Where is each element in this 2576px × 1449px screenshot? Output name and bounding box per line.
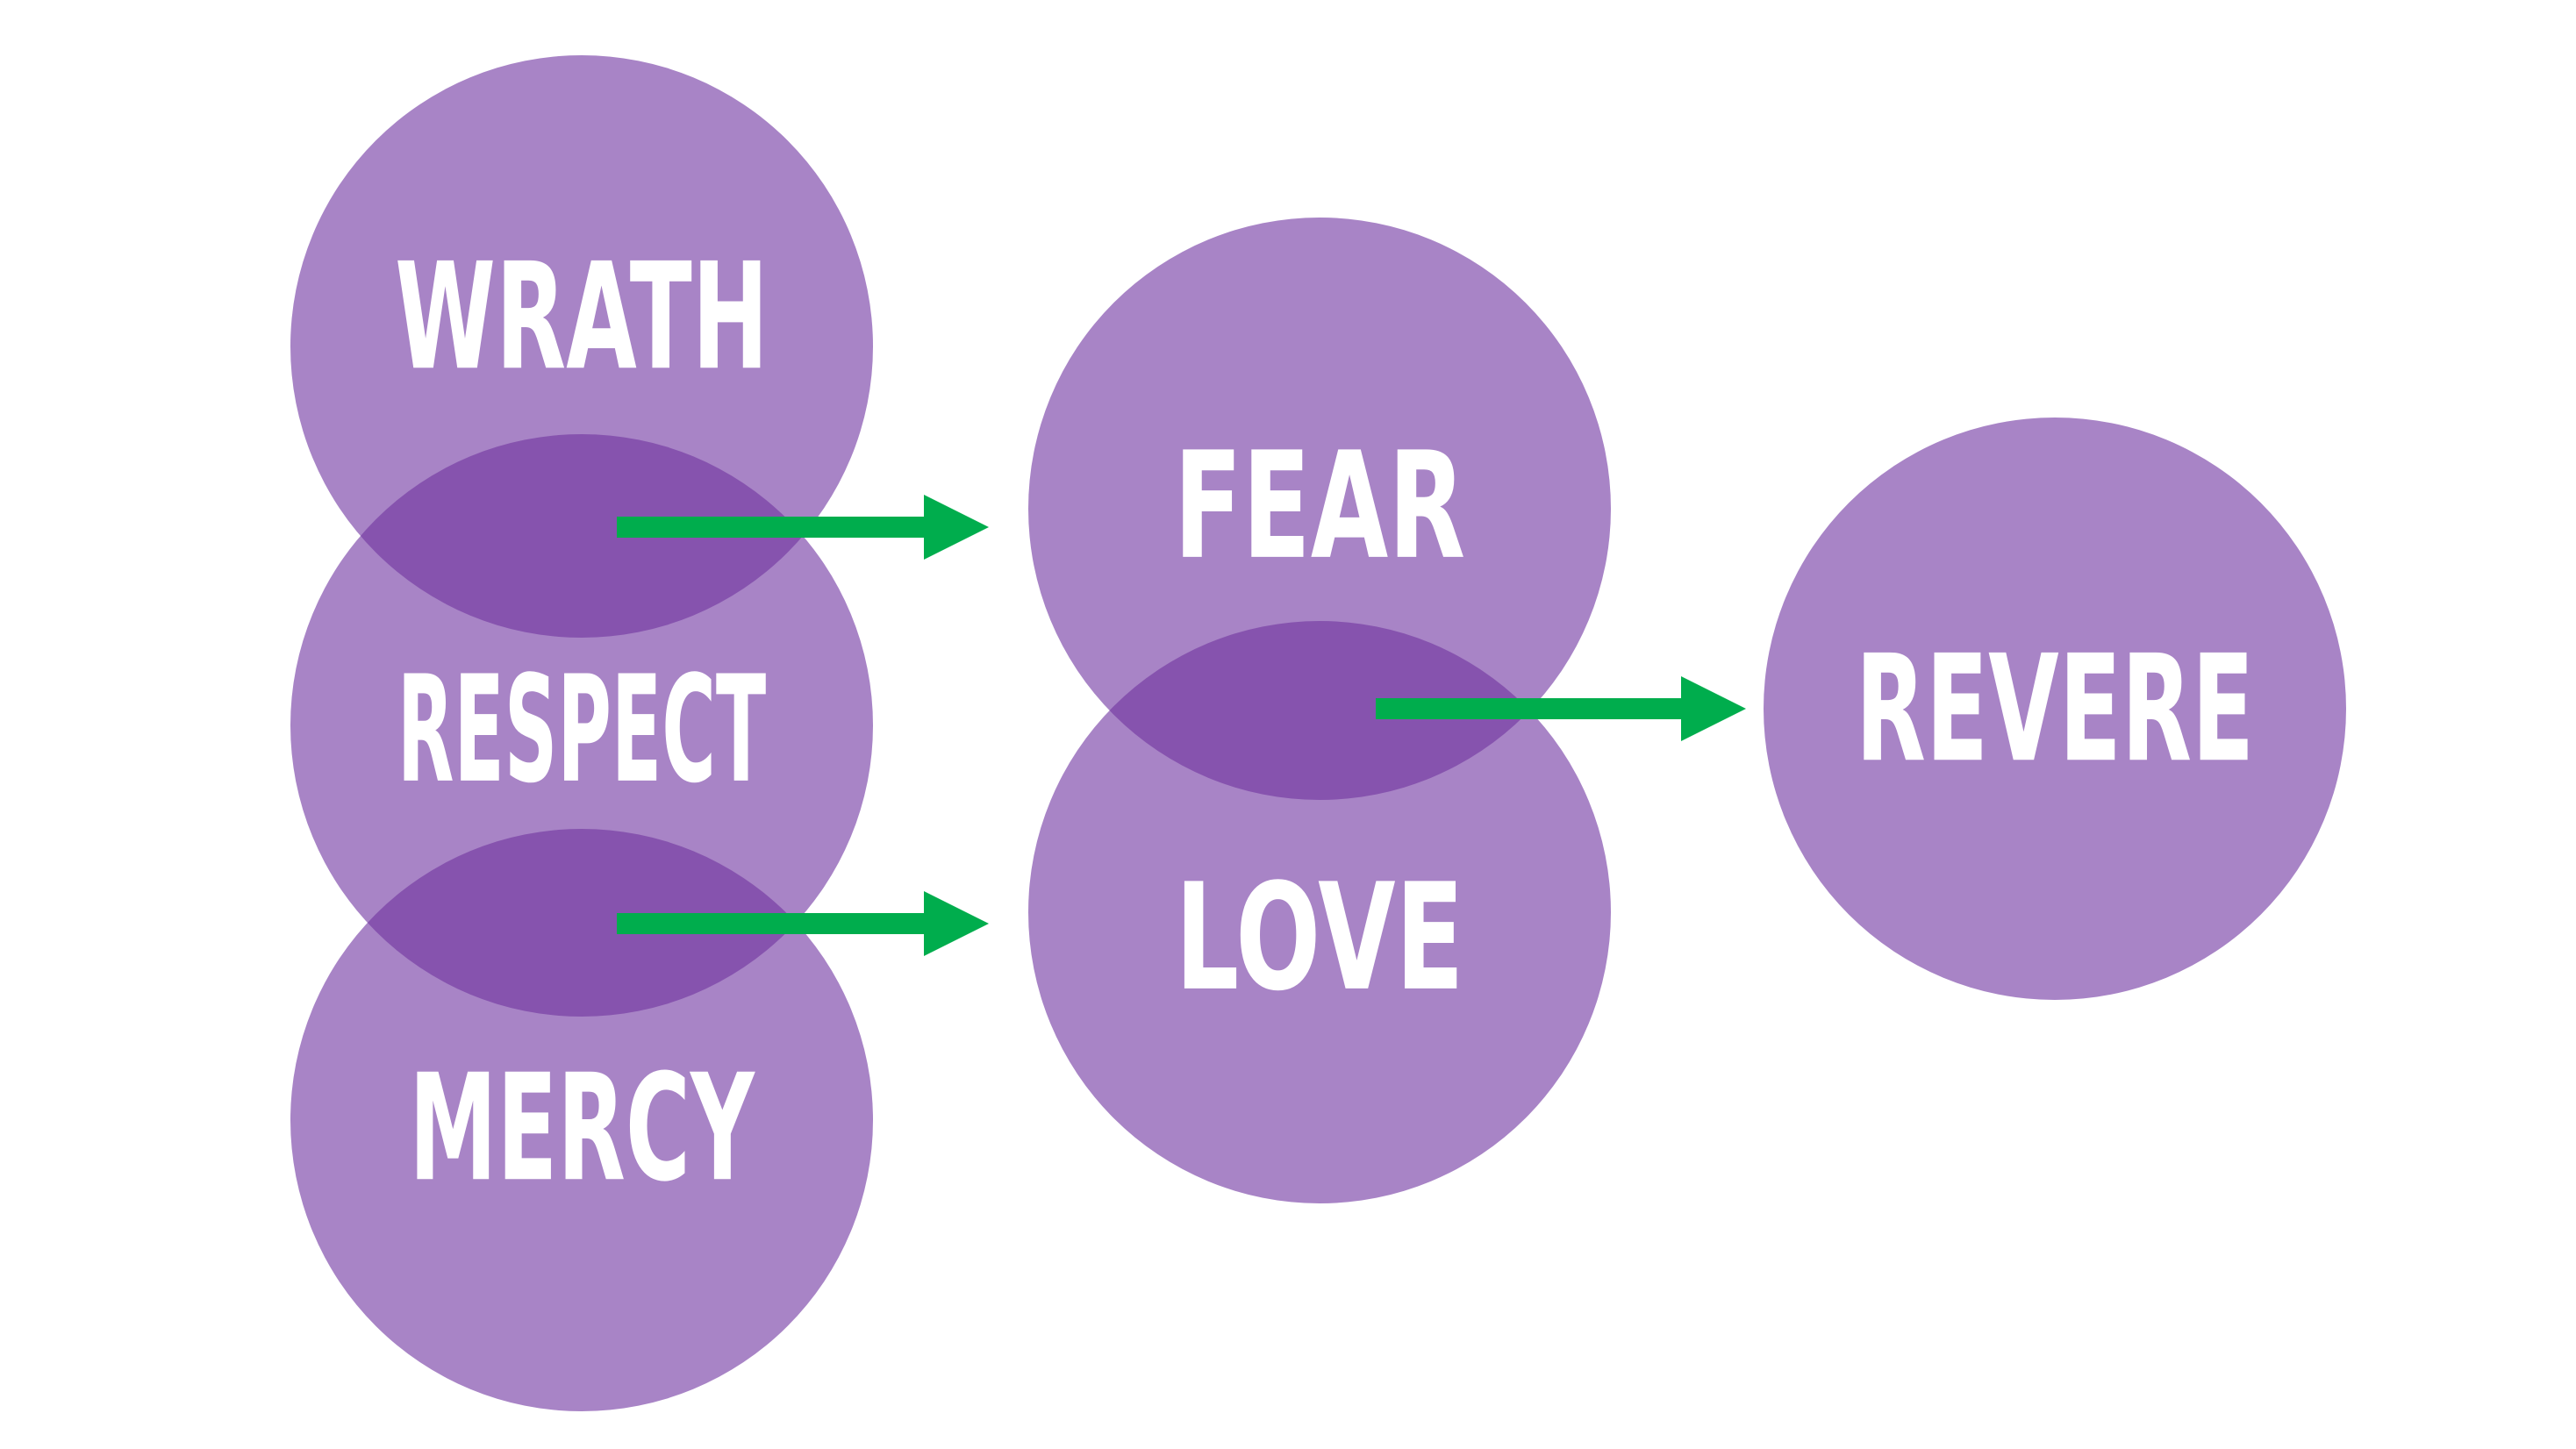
arrow-to-fear (617, 495, 989, 560)
label-wrath: WRATH (395, 231, 769, 403)
circle-revere (1764, 418, 2346, 1000)
label-love: LOVE (1175, 852, 1463, 1023)
label-fear: FEAR (1174, 420, 1465, 591)
circle-fear (1028, 218, 1611, 800)
label-respect: RESPECT (397, 646, 766, 817)
overlap-respect-mercy (290, 829, 873, 1017)
circle-love (1028, 621, 1611, 1203)
overlap-wrath-respect (290, 434, 873, 638)
arrow-to-love (617, 891, 989, 956)
label-revere: REVERE (1856, 623, 2254, 795)
label-mercy: MERCY (409, 1042, 755, 1214)
arrow-to-revere (1376, 676, 1746, 741)
